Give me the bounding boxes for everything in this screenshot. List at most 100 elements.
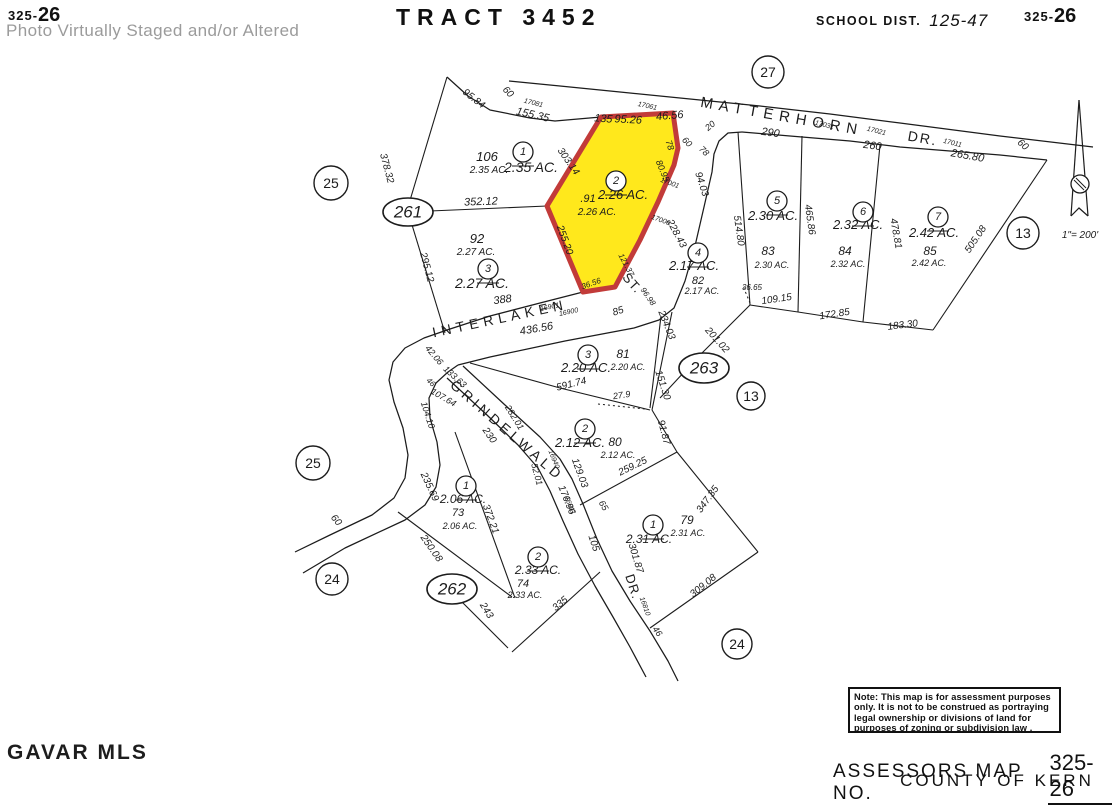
lot-number-circle bbox=[605, 170, 627, 192]
map-measurement-label: 235.69 bbox=[417, 470, 441, 504]
map-measurement-label: 151.30 bbox=[652, 369, 672, 402]
parcel-boundary-line bbox=[649, 551, 759, 629]
parcel-boundary-line bbox=[651, 311, 673, 411]
map-measurement-label: 16901 bbox=[539, 302, 560, 313]
map-measurement-label: 83 bbox=[761, 244, 775, 258]
map-measurement-label: 243 bbox=[477, 600, 496, 621]
note-line: legal ownership or divisions of land for bbox=[854, 712, 1032, 723]
map-measurement-label: 91.87 bbox=[655, 419, 672, 446]
map-measurement-label: 2.27 AC. bbox=[456, 247, 496, 258]
map-measurement-label: 2.20 AC. bbox=[560, 360, 611, 375]
map-measurement-label: 85 bbox=[923, 244, 937, 258]
map-measurement-label: 309.08 bbox=[688, 572, 719, 600]
section-number: 24 bbox=[324, 571, 340, 587]
lot-number: 7 bbox=[935, 211, 942, 223]
map-measurement-label: 60 bbox=[500, 84, 516, 100]
map-measurement-label: 65 bbox=[597, 499, 611, 514]
lot-number: 3 bbox=[485, 263, 492, 275]
street-name-label: MATTERHORN bbox=[699, 94, 864, 139]
section-number: 25 bbox=[323, 175, 339, 191]
map-measurement-label: 46 bbox=[650, 624, 664, 638]
lot-number: 1 bbox=[650, 519, 656, 531]
map-measurement-label: 36.65 bbox=[742, 283, 763, 292]
lot-number: 6 bbox=[860, 206, 867, 218]
map-measurement-label: 2.20 AC. bbox=[610, 362, 646, 372]
map-measurement-label: 85 bbox=[611, 305, 625, 319]
map-measurement-label: 109.15 bbox=[761, 292, 793, 307]
map-measurement-label: 378.32 bbox=[377, 152, 396, 185]
parcel-boundary-line bbox=[408, 214, 446, 334]
map-measurement-label: 27.9 bbox=[611, 389, 631, 401]
map-measurement-label: 17061 bbox=[637, 101, 658, 112]
map-measurement-label: 2.06 AC. bbox=[439, 492, 486, 506]
assessment-note-box: Note: This map is for assessment purpose… bbox=[848, 687, 1061, 733]
lot-number-circle bbox=[574, 418, 596, 440]
road-edge-line bbox=[294, 291, 584, 553]
map-measurement-label: .91 bbox=[580, 193, 595, 205]
section-number: 13 bbox=[1015, 225, 1031, 241]
map-measurement-label: 17021 bbox=[866, 126, 887, 138]
north-arrow-hatch bbox=[1073, 179, 1085, 191]
map-measurement-label: 95.84 bbox=[460, 87, 487, 111]
map-measurement-label: 388 bbox=[493, 293, 514, 308]
school-district-value: 125-47 bbox=[929, 11, 989, 30]
parcel-boundary-line bbox=[429, 205, 548, 212]
parcel-boundary-line bbox=[469, 362, 651, 411]
sheet-code-suffix: 26 bbox=[38, 4, 61, 26]
map-measurement-label: 295.12 bbox=[417, 250, 436, 284]
dotted-tie-line bbox=[742, 285, 751, 304]
parcel-boundary-line bbox=[579, 451, 678, 506]
map-measurement-label: 60 bbox=[680, 135, 694, 149]
section-number: 27 bbox=[760, 64, 776, 80]
map-measurement-label: 17000 bbox=[650, 214, 671, 227]
photo-staged-watermark: Photo Virtually Staged and/or Altered bbox=[6, 21, 300, 40]
lot-number: 5 bbox=[774, 195, 781, 207]
lot-number-circle bbox=[477, 258, 499, 280]
lot-number-circle bbox=[527, 546, 549, 568]
road-edge-line bbox=[446, 76, 602, 122]
parcel-boundary-line bbox=[749, 304, 934, 331]
parcel-boundary-line bbox=[676, 451, 759, 553]
lot-number: 2 bbox=[534, 551, 541, 563]
map-measurement-label: 172.85 bbox=[819, 307, 851, 323]
block-number-ellipse bbox=[678, 352, 730, 384]
map-measurement-label: 135 bbox=[594, 112, 614, 126]
lot-number-circle bbox=[687, 242, 709, 264]
map-measurement-label: 2.35 AC. bbox=[503, 159, 558, 175]
parcel-boundary-line bbox=[932, 159, 1048, 331]
map-measurement-label: 2.42 AC. bbox=[908, 225, 959, 240]
page-code-prefix: 325- bbox=[1024, 9, 1055, 24]
map-measurement-label: 290 bbox=[760, 126, 782, 141]
lot-number: 3 bbox=[585, 349, 592, 361]
block-number: 261 bbox=[393, 203, 422, 222]
street-name-label: DR. bbox=[907, 128, 939, 149]
map-measurement-label: 129.03 bbox=[569, 457, 590, 490]
map-measurement-label: 95.26 bbox=[614, 113, 643, 126]
map-measurement-label: 81 bbox=[616, 347, 629, 361]
map-measurement-label: 74 bbox=[517, 578, 529, 590]
parcel-boundary-line bbox=[397, 511, 513, 598]
map-measurement-label: 301.87 bbox=[626, 542, 646, 575]
map-measurement-label: 155.35 bbox=[515, 105, 551, 124]
school-district: SCHOOL DIST. 125-47 bbox=[816, 11, 988, 31]
lot-number-circle bbox=[927, 206, 949, 228]
map-measurement-label: 465.86 bbox=[802, 204, 817, 236]
section-number-circle bbox=[751, 55, 785, 89]
map-measurement-label: 347.35 bbox=[695, 484, 722, 516]
map-measurement-label: 78 bbox=[664, 139, 677, 152]
map-measurement-label: 92 bbox=[470, 231, 485, 246]
lot-number-circle bbox=[852, 201, 874, 223]
parcel-boundary-line bbox=[862, 144, 881, 323]
note-line: purposes of zoning or subdivision law . bbox=[854, 722, 1033, 733]
parcel-boundary-line bbox=[659, 304, 751, 399]
parcel-boundary-line bbox=[797, 135, 803, 313]
map-measurement-label: 201.02 bbox=[702, 325, 732, 356]
north-arrow-edge bbox=[1078, 99, 1089, 217]
map-measurement-label: 335 bbox=[550, 594, 570, 613]
map-measurement-label: 17031 bbox=[814, 120, 835, 132]
road-edge-line bbox=[446, 377, 647, 678]
section-number: 24 bbox=[729, 636, 745, 652]
school-district-label: SCHOOL DIST. bbox=[816, 14, 922, 28]
page-code-suffix: 26 bbox=[1054, 5, 1077, 27]
